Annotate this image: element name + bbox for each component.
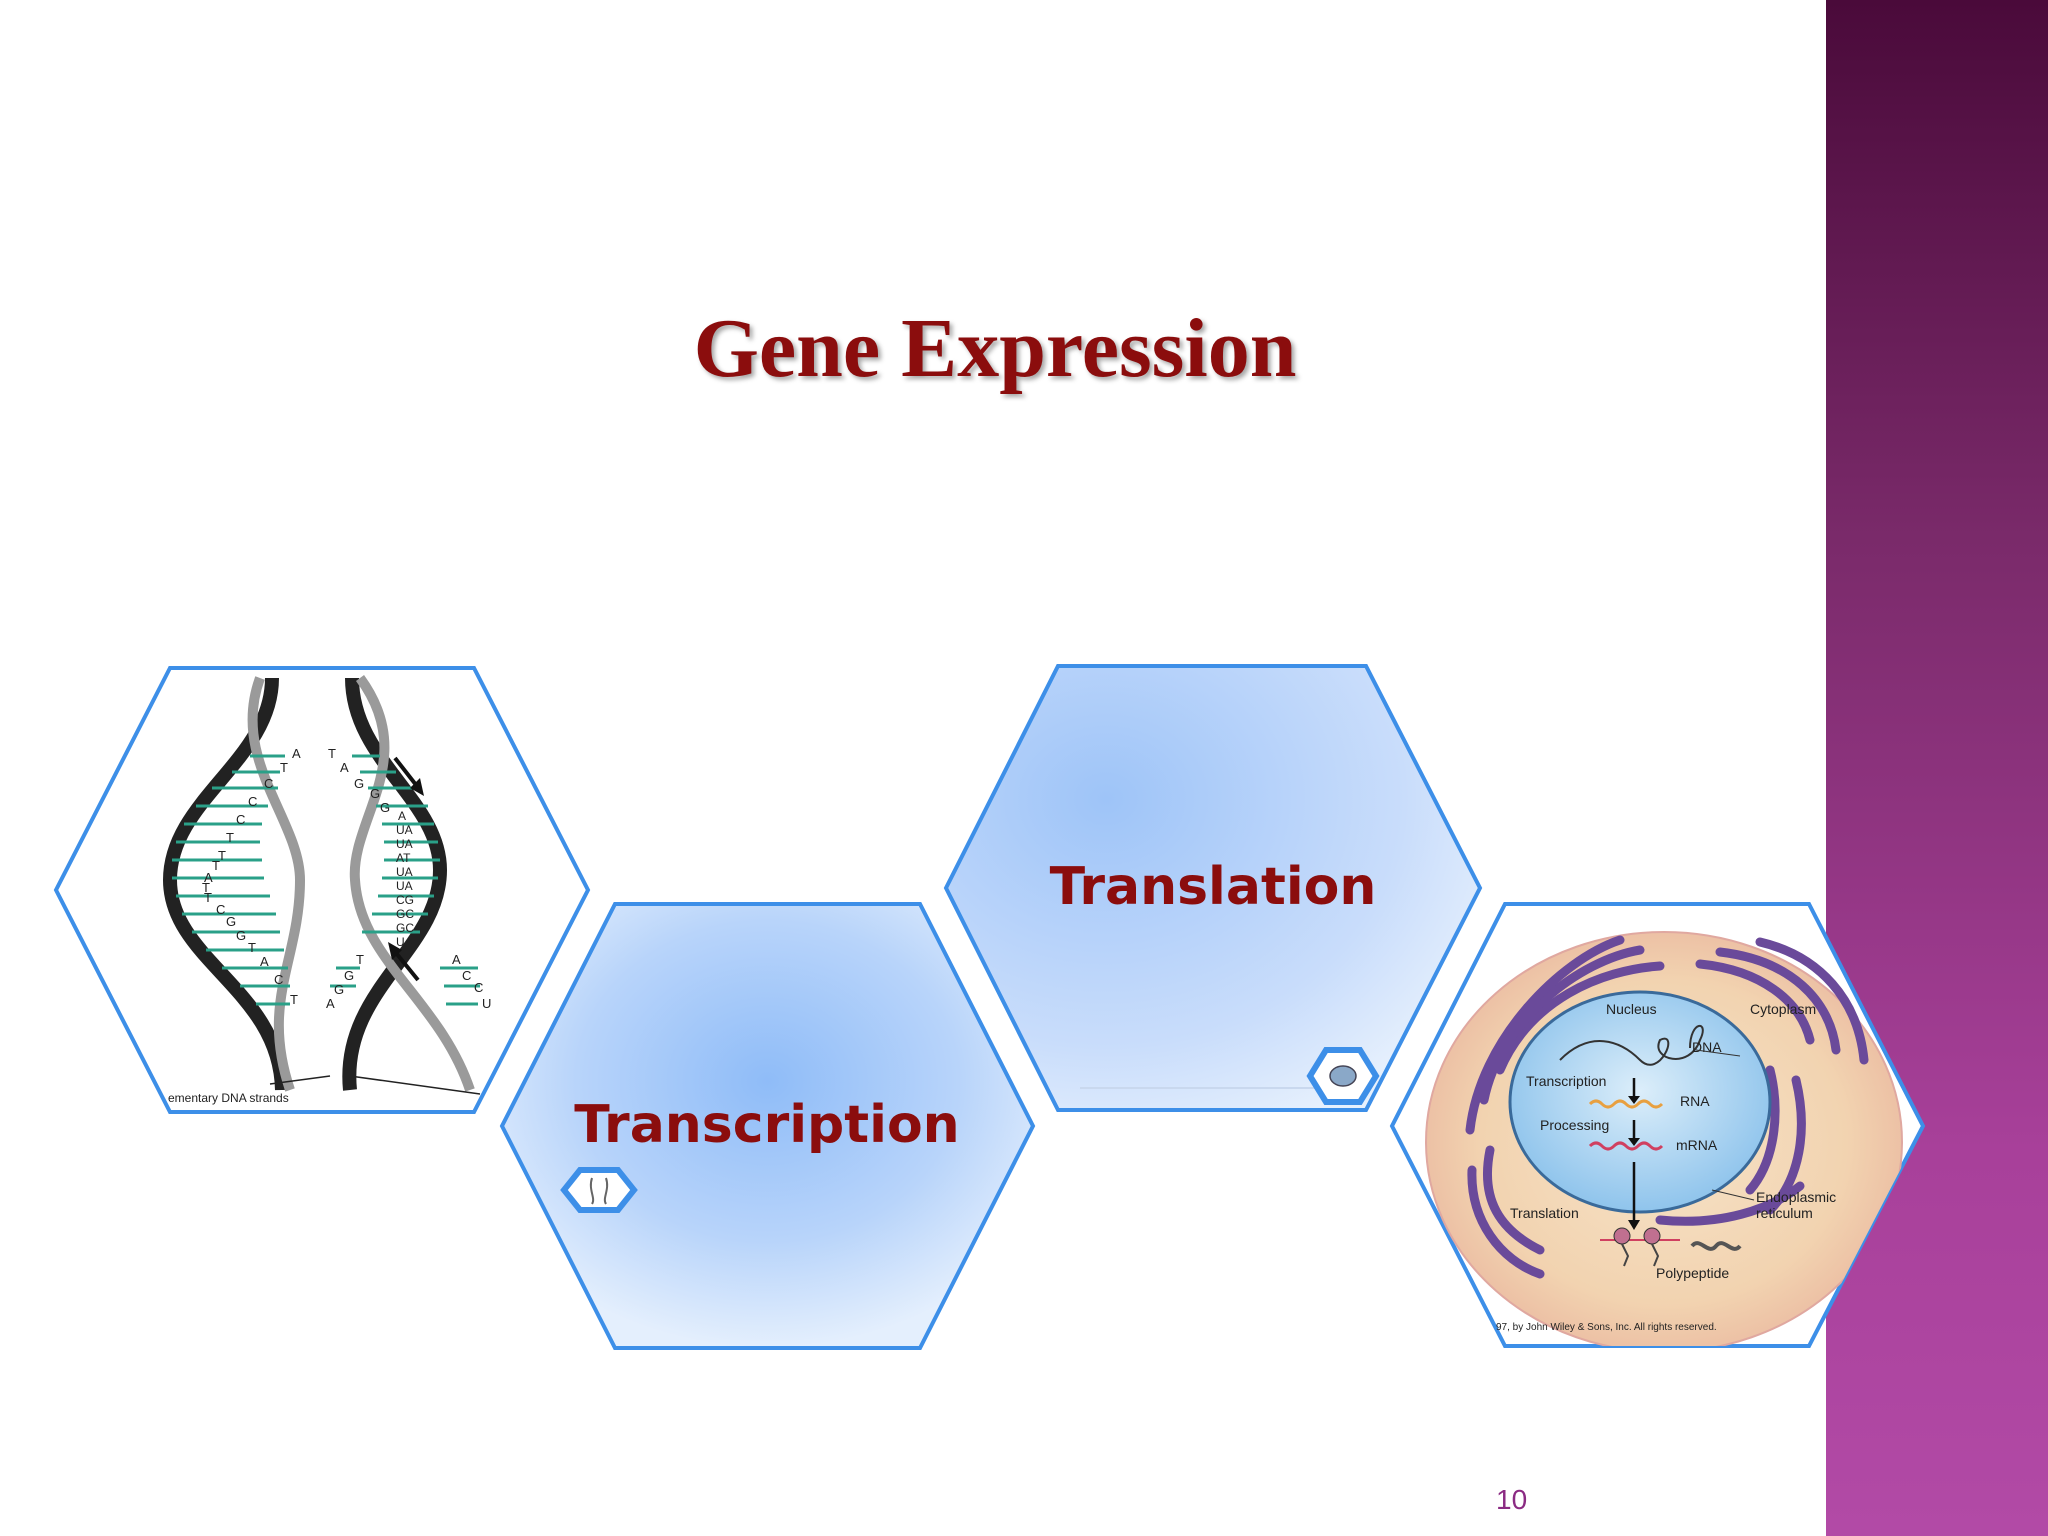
dna-label: DNA [1692, 1039, 1722, 1055]
rna-pair-letters: A UA UA AT UA UA CG GC GC UA [396, 809, 414, 949]
svg-text:G: G [370, 786, 380, 801]
transcription-hexagon: Transcription [499, 902, 1036, 1350]
endoplasmic-reticulum [1465, 935, 1869, 1279]
svg-text:T: T [290, 992, 298, 1007]
svg-text:T: T [226, 830, 234, 845]
svg-text:A: A [452, 952, 461, 967]
svg-text:CG: CG [396, 893, 414, 907]
endoplasmic-label: Endoplasmic [1756, 1189, 1836, 1205]
gene-expression-diagram: A T C C C T T T A T T C G G T A C T [53, 664, 1926, 1350]
dna-double-helix-illustration: A T C C C T T T A T T C G G T A C T [162, 675, 491, 1105]
svg-text:A: A [204, 870, 213, 885]
cell-gene-expression-illustration: Nucleus Cytoplasm DNA Transcription RNA … [1425, 931, 1903, 1346]
svg-text:U: U [482, 996, 491, 1011]
svg-text:C: C [216, 902, 225, 917]
svg-text:C: C [236, 812, 245, 827]
translation-mini-icon [1306, 1047, 1380, 1105]
svg-text:G: G [226, 914, 236, 929]
svg-text:A: A [340, 760, 349, 775]
dna-caption: ementary DNA strands [168, 1091, 289, 1105]
slide-title: Gene Expression [693, 302, 1297, 395]
svg-text:G: G [380, 800, 390, 815]
svg-text:GC: GC [396, 921, 414, 935]
transcription-label: Transcription [574, 1095, 959, 1155]
svg-text:C: C [274, 972, 283, 987]
mrna-label: mRNA [1676, 1137, 1718, 1153]
translation-hexagon: Translation [943, 664, 1483, 1112]
translation-step-label: Translation [1510, 1205, 1579, 1221]
nucleus-label: Nucleus [1606, 1001, 1657, 1017]
cell-hexagon: Nucleus Cytoplasm DNA Transcription RNA … [1389, 902, 1926, 1348]
dna-left-base-letters: A T C C C T T T A T T C G G T A C T [202, 746, 301, 1007]
copyright-text: 97, by John Wiley & Sons, Inc. All right… [1496, 1322, 1717, 1333]
svg-text:T: T [248, 940, 256, 955]
svg-text:UA: UA [396, 837, 413, 851]
ribosomes [1600, 1227, 1742, 1267]
svg-text:UA: UA [396, 823, 413, 837]
svg-text:T: T [218, 848, 226, 863]
polypeptide-label: Polypeptide [1656, 1265, 1729, 1281]
svg-text:T: T [328, 746, 336, 761]
dna-right-base-letters: T A G G G T G G A [326, 746, 390, 1011]
svg-text:T: T [280, 760, 288, 775]
rna-tail-letters: A C C U [452, 952, 491, 1011]
reticulum-label: reticulum [1756, 1205, 1813, 1221]
svg-text:A: A [260, 954, 269, 969]
svg-text:T: T [212, 858, 220, 873]
svg-text:T: T [356, 952, 364, 967]
translation-label: Translation [1050, 857, 1377, 917]
svg-text:G: G [344, 968, 354, 983]
svg-text:C: C [462, 968, 471, 983]
svg-text:C: C [474, 980, 483, 995]
svg-text:AT: AT [396, 851, 411, 865]
svg-text:GC: GC [396, 907, 414, 921]
page-number: 10 [1496, 1484, 1528, 1515]
transcription-mini-icon [560, 1167, 638, 1213]
svg-text:A: A [292, 746, 301, 761]
svg-text:UA: UA [396, 865, 413, 879]
svg-text:G: G [334, 982, 344, 997]
processing-label: Processing [1540, 1117, 1609, 1133]
svg-text:T: T [204, 890, 212, 905]
svg-text:G: G [236, 928, 246, 943]
svg-text:A: A [398, 809, 406, 823]
transcription-step-label: Transcription [1526, 1073, 1606, 1089]
dna-hexagon: A T C C C T T T A T T C G G T A C T [53, 666, 591, 1114]
svg-text:G: G [354, 776, 364, 791]
svg-text:A: A [326, 996, 335, 1011]
svg-text:C: C [264, 776, 273, 791]
cytoplasm-label: Cytoplasm [1750, 1001, 1816, 1017]
svg-text:UA: UA [396, 879, 413, 893]
decorative-side-bar [1826, 0, 2048, 1536]
svg-text:C: C [248, 794, 257, 809]
svg-text:UA: UA [396, 935, 413, 949]
rna-label: RNA [1680, 1093, 1710, 1109]
svg-text:T: T [202, 880, 210, 895]
